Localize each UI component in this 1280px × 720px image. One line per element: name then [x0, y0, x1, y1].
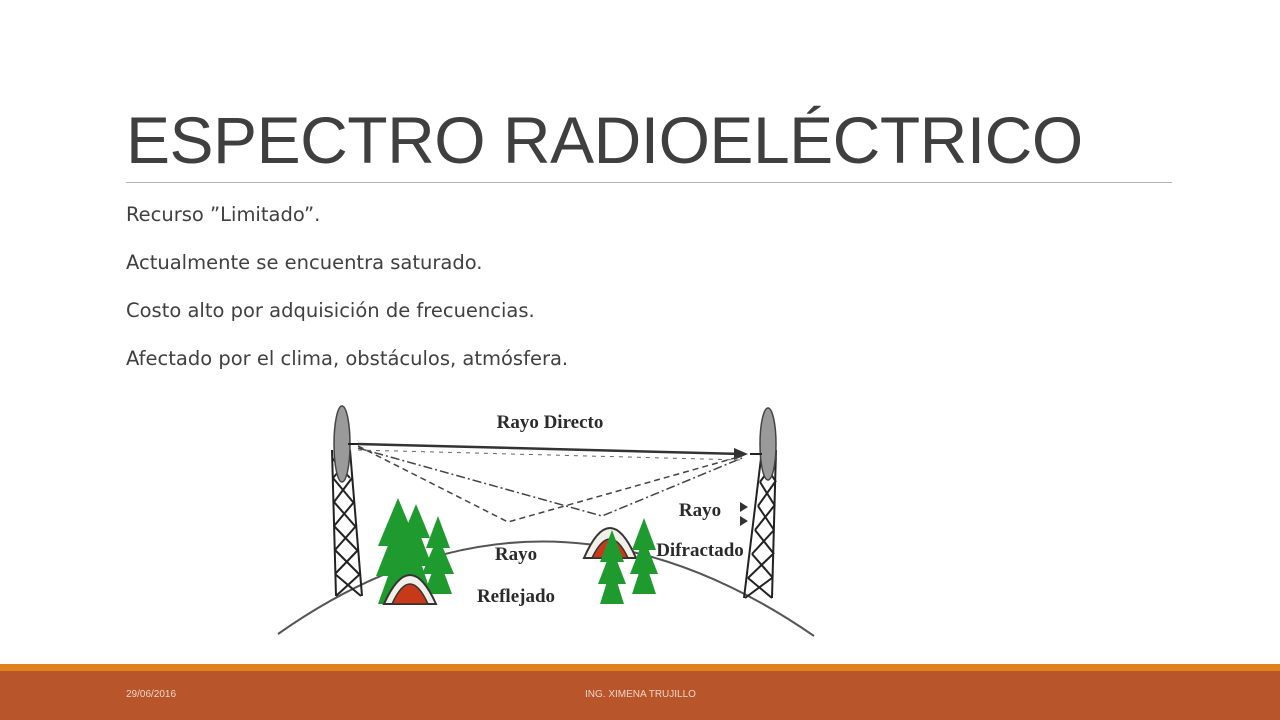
tree-icon [630, 518, 658, 594]
label-direct-ray: Rayo Directo [497, 412, 604, 433]
label-reflected-ray: Rayo [495, 544, 537, 565]
diffracted-arrow-icon [740, 502, 748, 512]
label-diffracted-ray: Difractado [656, 540, 744, 561]
bullet-item: Recurso ”Limitado”. [126, 203, 321, 226]
direct-ray [357, 442, 743, 456]
left-tower [331, 449, 363, 597]
bullet-item: Afectado por el clima, obstáculos, atmós… [126, 347, 569, 370]
tree-icon [598, 530, 626, 604]
tree-icon [422, 516, 454, 594]
slide-title: ESPECTRO RADIOELÉCTRICO [126, 103, 1083, 177]
footer-bar [0, 671, 1280, 720]
radio-propagation-diagram: Rayo Directo Rayo Reflejado Rayo Difract… [277, 405, 815, 637]
footer-date: 29/06/2016 [126, 689, 177, 700]
right-dish-icon [759, 407, 777, 481]
reflected-ray [357, 445, 743, 523]
title-divider [126, 182, 1172, 183]
left-dish-icon [333, 405, 351, 483]
diffracted-arrow-icon [740, 516, 748, 526]
bullet-item: Costo alto por adquisición de frecuencia… [126, 299, 535, 322]
footer-accent-stripe [0, 664, 1280, 671]
label-diffracted-ray: Rayo [679, 500, 721, 521]
direct-ray-arrow-icon [734, 448, 748, 460]
footer-author: ING. XIMENA TRUJILLO [585, 689, 696, 700]
label-reflected-ray: Reflejado [477, 586, 555, 607]
bullet-list: Recurso ”Limitado”. Actualmente se encue… [126, 200, 568, 392]
bullet-item: Actualmente se encuentra saturado. [126, 251, 483, 274]
hut-icon [382, 574, 438, 605]
